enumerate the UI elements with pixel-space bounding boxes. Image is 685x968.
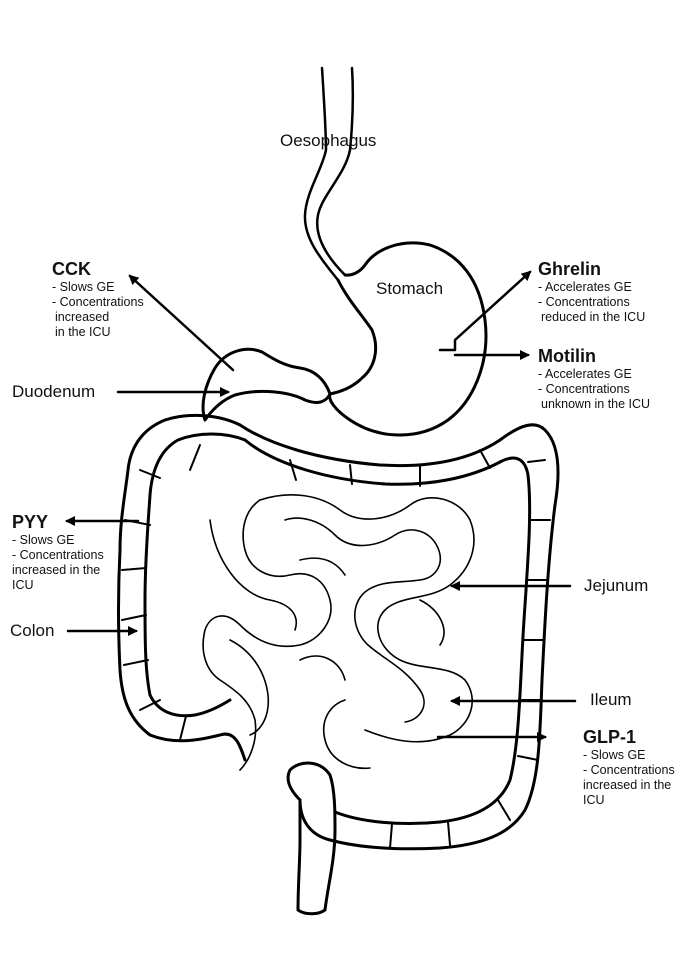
- pyy-name: PYY: [12, 512, 49, 532]
- glp1-line: ICU: [583, 793, 605, 807]
- ghrelin-annotation: Ghrelin - Accelerates GE - Concentration…: [538, 259, 645, 325]
- jejunum-label: Jejunum: [584, 576, 649, 595]
- ghrelin-line: reduced in the ICU: [541, 310, 646, 324]
- ghrelin-line: - Concentrations: [538, 295, 630, 309]
- ghrelin-arrow: [438, 270, 532, 352]
- motilin-line: - Accelerates GE: [538, 367, 632, 381]
- glp1-line: increased in the: [583, 778, 672, 792]
- duodenum-label: Duodenum: [12, 382, 96, 401]
- glp1-line: - Slows GE: [583, 748, 646, 762]
- motilin-line: - Concentrations: [538, 382, 630, 396]
- glp1-annotation: GLP-1 - Slows GE - Concentrations increa…: [583, 727, 675, 808]
- motilin-annotation: Motilin - Accelerates GE - Concentration…: [538, 346, 650, 412]
- pyy-line: ICU: [12, 578, 34, 592]
- colon-segment-lines: [121, 444, 551, 849]
- cck-line: - Concentrations: [52, 295, 144, 309]
- stomach-label: Stomach: [376, 279, 444, 298]
- oesophagus-label: Oesophagus: [280, 131, 377, 150]
- pyy-line: increased in the: [12, 563, 101, 577]
- cck-name: CCK: [52, 259, 91, 279]
- ileum-label: Ileum: [590, 690, 632, 709]
- colon-label: Colon: [10, 621, 55, 640]
- motilin-line: unknown in the ICU: [541, 397, 651, 411]
- oesophagus-shape: [303, 66, 355, 282]
- small-intestine-shape: [202, 494, 475, 771]
- ghrelin-line: - Accelerates GE: [538, 280, 632, 294]
- pyy-line: - Slows GE: [12, 533, 75, 547]
- cck-line: in the ICU: [55, 325, 111, 339]
- pyy-annotation: PYY - Slows GE - Concentrations increase…: [12, 512, 104, 593]
- cck-line: - Slows GE: [52, 280, 115, 294]
- glp1-line: - Concentrations: [583, 763, 675, 777]
- cck-line: increased: [55, 310, 110, 324]
- colon-shape: [117, 414, 560, 916]
- stomach-shape: [328, 241, 488, 437]
- ghrelin-name: Ghrelin: [538, 259, 602, 279]
- pointer-arrows: [65, 270, 577, 742]
- cck-annotation: CCK - Slows GE - Concentrations increase…: [52, 259, 144, 340]
- cck-arrow: [128, 274, 235, 372]
- duodenum-shape: [201, 347, 332, 422]
- pyy-line: - Concentrations: [12, 548, 104, 562]
- motilin-name: Motilin: [538, 346, 596, 366]
- glp1-name: GLP-1: [583, 727, 637, 747]
